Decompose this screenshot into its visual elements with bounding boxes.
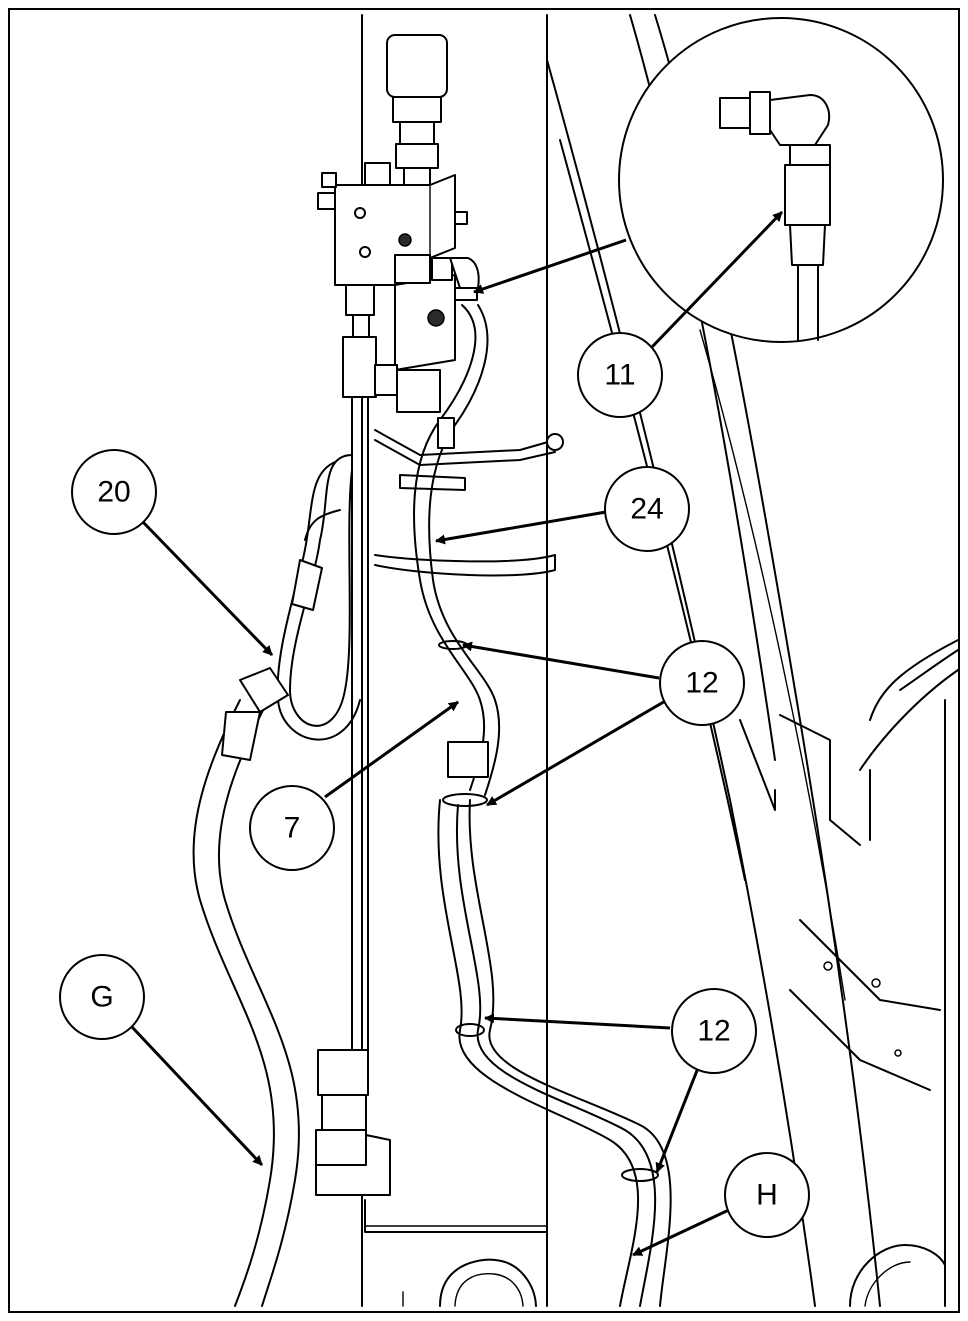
callout-h-label: H bbox=[756, 1179, 778, 1212]
hose-clamps bbox=[438, 640, 659, 1182]
hose-bundle-right bbox=[437, 799, 672, 1307]
detail-inset bbox=[618, 17, 944, 343]
callout-11: 11 bbox=[577, 332, 663, 418]
leader-lines bbox=[130, 210, 784, 1257]
callout-12a-label: 12 bbox=[685, 667, 718, 700]
callout-20-label: 20 bbox=[97, 476, 130, 509]
rigid-tube-left bbox=[315, 396, 391, 1196]
hose-g bbox=[192, 667, 300, 1307]
callout-20: 20 bbox=[71, 449, 157, 535]
callout-h: H bbox=[724, 1152, 810, 1238]
callout-24-label: 24 bbox=[630, 493, 663, 526]
loader-arm-frame bbox=[546, 14, 959, 1307]
callout-7: 7 bbox=[249, 785, 335, 871]
hose-20-loop bbox=[276, 454, 361, 741]
callout-24: 24 bbox=[604, 466, 690, 552]
callout-11-label: 11 bbox=[604, 359, 635, 392]
mounting-bracket-24 bbox=[374, 429, 564, 577]
callout-g-label: G bbox=[90, 981, 113, 1014]
callout-12a: 12 bbox=[659, 640, 745, 726]
valve-block bbox=[317, 34, 480, 413]
callout-12b-label: 12 bbox=[697, 1015, 730, 1048]
callout-12b: 12 bbox=[671, 988, 757, 1074]
callout-g: G bbox=[59, 954, 145, 1040]
hose-7 bbox=[413, 304, 501, 796]
diagram-frame bbox=[8, 8, 960, 1313]
callout-7-label: 7 bbox=[284, 812, 301, 845]
